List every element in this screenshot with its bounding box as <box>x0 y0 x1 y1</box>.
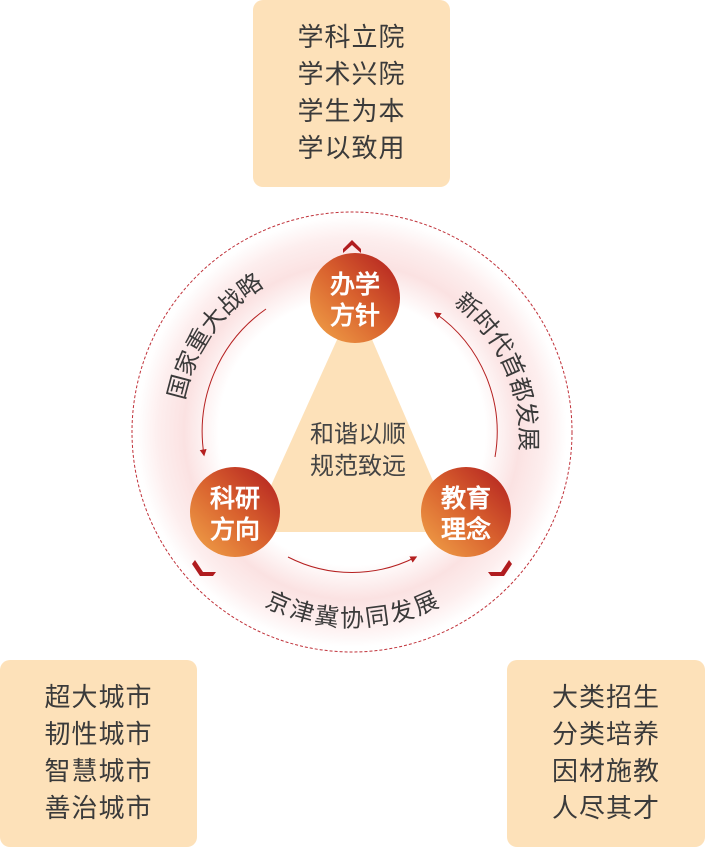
node-line: 方针 <box>330 301 380 330</box>
node-left: 科研 方向 <box>190 467 280 557</box>
node-top: 办学 方针 <box>310 253 400 343</box>
box-line: 学术兴院 <box>297 59 406 90</box>
arrow-bottom <box>287 556 418 573</box>
box-line: 分类培养 <box>551 719 660 750</box>
node-line: 方向 <box>210 515 260 544</box>
chevron-right-icon <box>488 560 512 576</box>
node-right: 教育 理念 <box>421 467 511 557</box>
box-line: 学生为本 <box>297 96 406 127</box>
box-line: 善治城市 <box>44 793 153 824</box>
box-line: 超大城市 <box>44 682 153 713</box>
box-line: 人尽其才 <box>551 793 660 824</box>
arrow-left <box>199 308 267 457</box>
center-triangle <box>250 300 455 532</box>
box-education: 大类招生 分类培养 因材施教 人尽其才 <box>507 660 705 847</box>
node-line: 科研 <box>210 484 260 513</box>
node-line: 办学 <box>330 270 380 299</box>
node-line: 理念 <box>441 515 491 544</box>
chevron-up-icon <box>343 240 361 253</box>
box-line: 智慧城市 <box>44 756 153 787</box>
box-line: 韧性城市 <box>44 719 153 750</box>
box-line: 学科立院 <box>297 22 406 53</box>
box-line: 因材施教 <box>551 756 660 787</box>
node-line: 教育 <box>441 484 491 513</box>
chevron-left-icon <box>192 560 216 576</box>
box-line: 学以致用 <box>297 133 406 164</box>
box-line: 大类招生 <box>551 682 660 713</box>
center-line: 规范致远 <box>310 452 406 480</box>
outer-dashed-circle <box>131 211 573 653</box>
arrow-right <box>433 312 498 458</box>
box-principles: 学科立院 学术兴院 学生为本 学以致用 <box>253 0 450 187</box>
center-line: 和谐以顺 <box>310 420 406 448</box>
box-city: 超大城市 韧性城市 智慧城市 善治城市 <box>0 660 197 847</box>
